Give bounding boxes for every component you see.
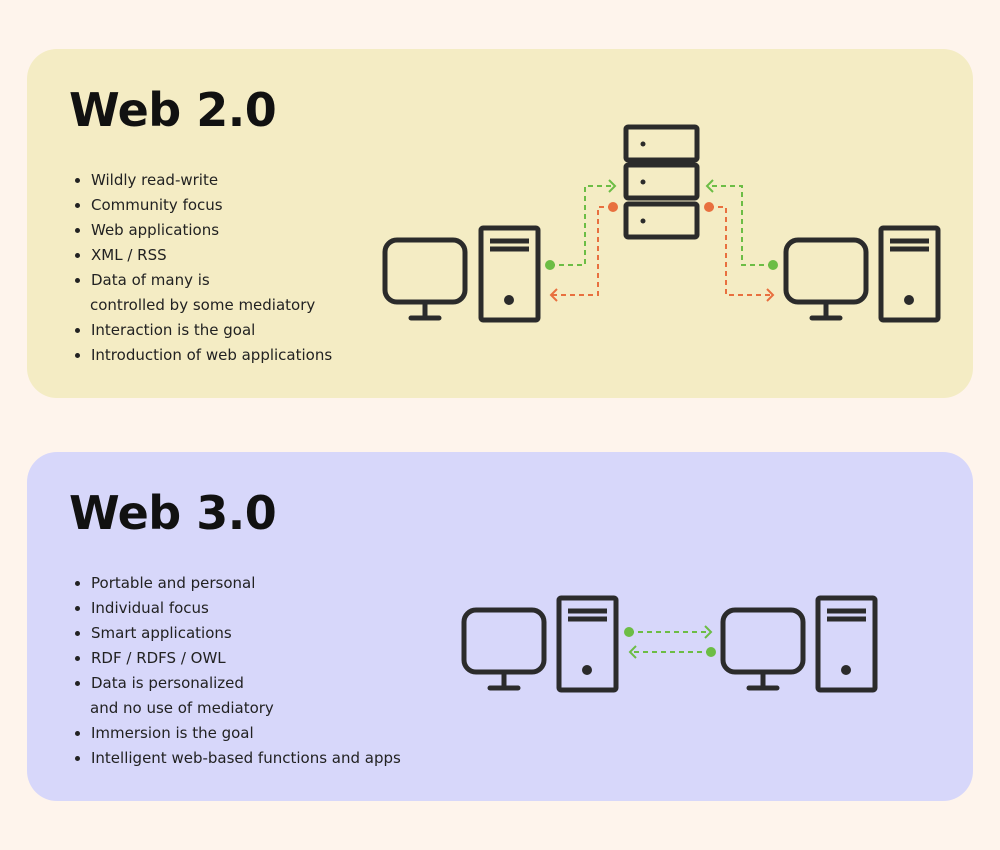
bullet-line2: controlled by some mediatory bbox=[90, 296, 316, 314]
arrow-head-icon bbox=[549, 288, 558, 302]
bullet: Interaction is the goal bbox=[91, 318, 332, 343]
arrow-head-icon bbox=[705, 179, 714, 193]
computer-icon bbox=[783, 225, 941, 323]
arrow-head-icon bbox=[704, 625, 713, 639]
server-led bbox=[640, 218, 646, 224]
bullet: Web applications bbox=[91, 218, 332, 243]
web3-title: Web 3.0 bbox=[69, 486, 277, 540]
link-server-to-left bbox=[549, 202, 618, 302]
tower-icon bbox=[556, 595, 619, 693]
bullet: XML / RSS bbox=[91, 243, 332, 268]
bullet: Portable and personal bbox=[91, 571, 401, 596]
computer-icon bbox=[382, 225, 541, 323]
web3-bullets: Portable and personal Individual focus S… bbox=[75, 571, 401, 771]
endpoint-dot bbox=[624, 627, 634, 637]
bullet: Smart applications bbox=[91, 621, 401, 646]
link-right-to-server bbox=[705, 179, 778, 270]
bullet: Data is personalized and no use of mediat… bbox=[90, 671, 401, 721]
tower-button bbox=[504, 295, 514, 305]
link-server-to-right bbox=[704, 202, 775, 302]
monitor-icon bbox=[382, 237, 468, 305]
bullet: Wildly read-write bbox=[91, 168, 332, 193]
server-icon bbox=[623, 124, 700, 240]
dashed-line bbox=[551, 206, 613, 296]
bullet: Individual focus bbox=[91, 596, 401, 621]
monitor-icon bbox=[461, 607, 547, 675]
tower-icon bbox=[878, 225, 941, 323]
link-peer-left bbox=[628, 645, 716, 659]
endpoint-dot bbox=[704, 202, 714, 212]
dashed-line bbox=[550, 185, 615, 266]
server-unit bbox=[623, 201, 700, 240]
tower-button bbox=[904, 295, 914, 305]
web2-card: Web 2.0 Wildly read-write Community focu… bbox=[27, 49, 973, 398]
server-unit bbox=[623, 124, 700, 163]
endpoint-dot bbox=[545, 260, 555, 270]
bullet: Immersion is the goal bbox=[91, 721, 401, 746]
link-left-to-server bbox=[545, 179, 617, 270]
link-peer-right bbox=[624, 625, 713, 639]
tower-icon bbox=[478, 225, 541, 323]
arrow-head-icon bbox=[608, 179, 617, 193]
bullet-line1: Data is personalized bbox=[91, 674, 244, 692]
tower-icon bbox=[815, 595, 878, 693]
bullet: Introduction of web applications bbox=[91, 343, 332, 368]
bullet: Intelligent web-based functions and apps bbox=[91, 746, 401, 771]
dashed-line bbox=[707, 185, 773, 266]
arrow-head-icon bbox=[766, 288, 775, 302]
endpoint-dot bbox=[608, 202, 618, 212]
endpoint-dot bbox=[706, 647, 716, 657]
computer-icon bbox=[461, 595, 619, 693]
bullet: RDF / RDFS / OWL bbox=[91, 646, 401, 671]
endpoint-dot bbox=[768, 260, 778, 270]
bullet: Data of many is controlled by some mediat… bbox=[90, 268, 332, 318]
server-unit bbox=[623, 162, 700, 201]
tower-button bbox=[841, 665, 851, 675]
web2-bullets: Wildly read-write Community focus Web ap… bbox=[75, 168, 332, 368]
monitor-icon bbox=[720, 607, 806, 675]
server-led bbox=[640, 141, 646, 147]
dashed-line bbox=[709, 206, 773, 296]
arrow-head-icon bbox=[628, 645, 637, 659]
server-led bbox=[640, 179, 646, 185]
web3-card: Web 3.0 Portable and personal Individual… bbox=[27, 452, 973, 801]
computer-icon bbox=[720, 595, 878, 693]
monitor-icon bbox=[783, 237, 869, 305]
bullet-line2: and no use of mediatory bbox=[90, 699, 274, 717]
tower-button bbox=[582, 665, 592, 675]
bullet: Community focus bbox=[91, 193, 332, 218]
web2-title: Web 2.0 bbox=[69, 83, 277, 137]
bullet-line1: Data of many is bbox=[91, 271, 210, 289]
